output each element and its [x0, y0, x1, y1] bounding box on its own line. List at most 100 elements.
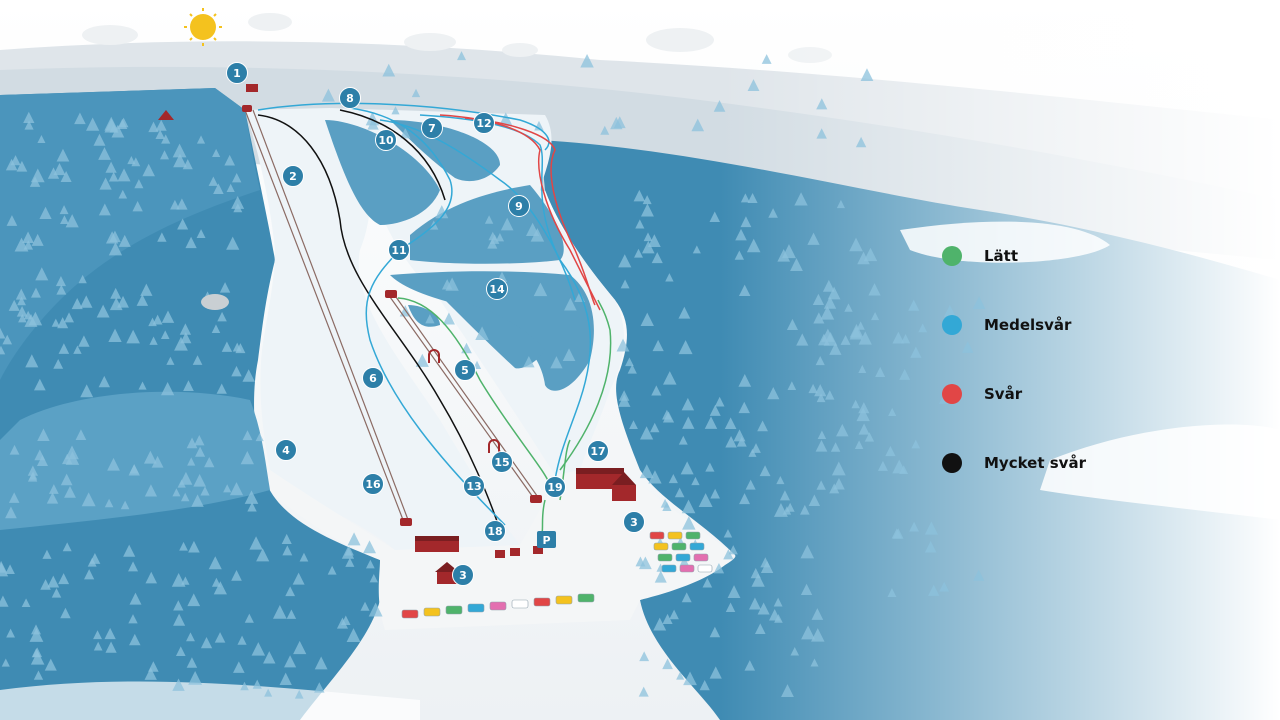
marker-circle	[375, 129, 397, 151]
marker-7[interactable]: 7	[421, 117, 443, 139]
tree	[704, 416, 718, 429]
tree	[858, 364, 867, 373]
tree	[495, 233, 505, 242]
tree	[157, 232, 167, 242]
marker-10[interactable]: 10	[375, 129, 397, 151]
marker-4[interactable]: 4	[275, 439, 297, 461]
marker-3[interactable]: 3	[452, 564, 474, 586]
tree	[161, 134, 171, 144]
tree	[51, 588, 62, 598]
tree	[136, 294, 149, 306]
parking-icon: P	[537, 531, 556, 548]
tree	[823, 296, 837, 309]
lift-station-icon	[242, 105, 252, 112]
tree	[214, 632, 226, 643]
tree	[2, 334, 13, 345]
tree	[642, 195, 652, 205]
tree	[129, 633, 141, 646]
tree	[625, 357, 634, 367]
tree	[240, 681, 249, 691]
tree	[814, 384, 827, 397]
tree	[781, 684, 794, 697]
tree	[242, 430, 253, 441]
tree	[47, 575, 60, 588]
tree	[961, 341, 974, 353]
car-icon	[533, 597, 551, 607]
tree	[829, 342, 842, 355]
tree	[360, 601, 370, 611]
tree	[900, 334, 911, 344]
marker-17[interactable]: 17	[587, 440, 609, 462]
piste-blue-8	[257, 102, 550, 151]
tree	[255, 432, 264, 442]
tree	[816, 128, 827, 139]
tree	[411, 88, 421, 98]
tree	[815, 439, 828, 452]
marker-3[interactable]: 3	[623, 511, 645, 533]
tree	[856, 321, 865, 330]
tree	[73, 345, 82, 354]
marker-1[interactable]: 1	[226, 62, 248, 84]
marker-9[interactable]: 9	[508, 195, 530, 217]
tree	[910, 346, 922, 358]
tree	[16, 306, 28, 317]
tree	[149, 336, 158, 345]
tree	[263, 651, 276, 664]
marker-label: 10	[378, 134, 394, 147]
tree	[790, 258, 803, 271]
tree	[6, 215, 18, 226]
tree	[272, 604, 287, 619]
tree	[794, 192, 808, 206]
marker-14[interactable]: 14	[486, 278, 508, 300]
marker-8[interactable]: 8	[339, 87, 361, 109]
tree	[767, 387, 780, 400]
marker-label: 8	[346, 92, 354, 105]
marker-label: 15	[494, 456, 509, 469]
tree	[860, 68, 874, 82]
legend-label: Medelsvår	[984, 316, 1072, 334]
tree	[216, 383, 227, 394]
car-icon	[697, 564, 713, 573]
tree	[709, 666, 722, 679]
tree	[363, 540, 377, 554]
tree	[196, 135, 206, 144]
marker-label: 4	[282, 444, 290, 457]
tree	[173, 600, 184, 611]
tree	[909, 521, 919, 532]
tree	[240, 450, 254, 465]
tree	[744, 660, 756, 671]
tree	[796, 333, 809, 346]
tree	[224, 154, 236, 166]
tree	[22, 231, 34, 244]
tree	[735, 228, 747, 241]
tree	[256, 548, 270, 562]
tree	[747, 79, 760, 92]
car-icon	[445, 605, 463, 615]
marker-16[interactable]: 16	[362, 473, 384, 495]
marker-11[interactable]: 11	[388, 239, 410, 261]
tree	[650, 422, 660, 433]
marker-19[interactable]: 19	[544, 476, 566, 498]
marker-13[interactable]: 13	[463, 475, 485, 497]
tree	[59, 205, 69, 215]
tree	[148, 121, 159, 133]
marker-5[interactable]: 5	[454, 359, 476, 381]
tree	[892, 331, 905, 344]
tree	[638, 686, 649, 697]
tree	[285, 586, 296, 597]
marker-circle	[587, 440, 609, 462]
tree	[800, 544, 815, 559]
tree	[98, 375, 110, 388]
tree	[118, 234, 131, 247]
forest-island-a	[325, 120, 440, 225]
marker-6[interactable]: 6	[362, 367, 384, 389]
car-icon	[401, 609, 419, 619]
tree	[65, 451, 80, 465]
marker-2[interactable]: 2	[282, 165, 304, 187]
marker-15[interactable]: 15	[491, 451, 513, 473]
marker-12[interactable]: 12	[473, 112, 495, 134]
tree	[105, 231, 119, 244]
tree	[346, 628, 361, 642]
fog-patch-b	[1040, 424, 1280, 520]
marker-18[interactable]: 18	[484, 520, 506, 542]
